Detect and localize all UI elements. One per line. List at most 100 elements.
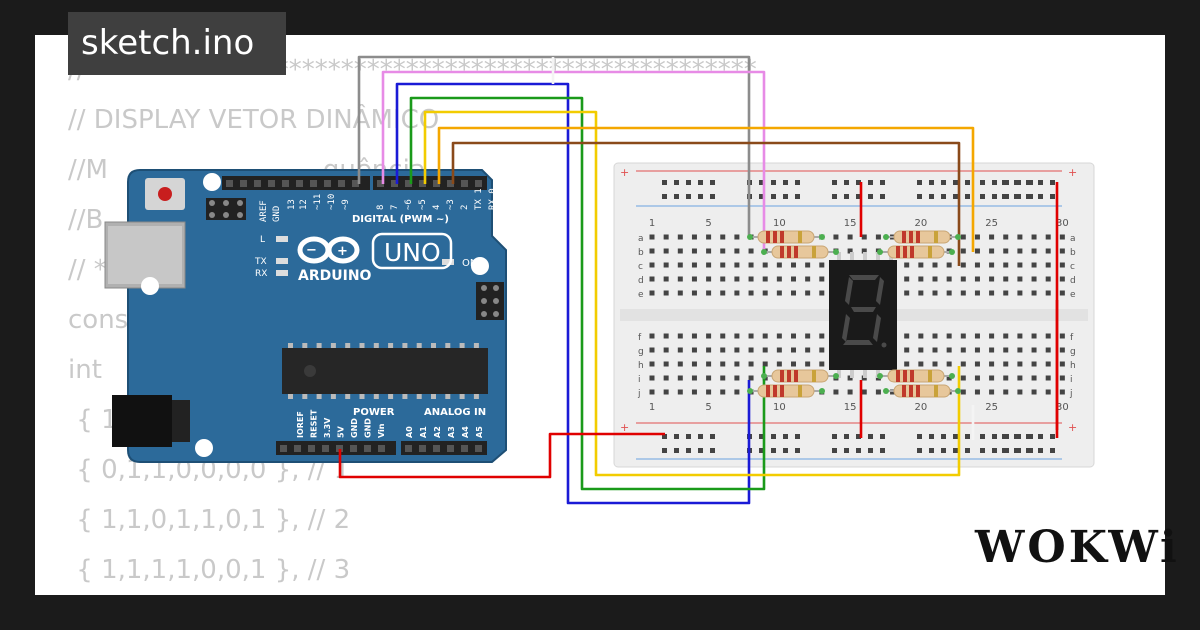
led-rx <box>276 270 288 276</box>
resistor[interactable] <box>883 384 961 398</box>
header-pin[interactable] <box>294 445 301 452</box>
led-on <box>442 259 454 265</box>
wire-pink <box>381 70 766 252</box>
header-pin[interactable] <box>419 180 426 187</box>
rail-plus-label: + <box>620 166 629 179</box>
row-letter: d <box>1070 276 1076 286</box>
resistors <box>747 230 961 398</box>
seven-segment-display[interactable] <box>829 252 897 378</box>
digital-pin-label: ~5 <box>418 199 428 210</box>
digital-pin-label: 12 <box>299 199 309 210</box>
analog-pin-label: A0 <box>405 426 414 438</box>
digital-pin-label: RX 0 <box>488 188 498 210</box>
header-pin[interactable] <box>475 180 482 187</box>
column-number: 5 <box>705 218 711 229</box>
row-letter: h <box>1070 361 1076 371</box>
resistor[interactable] <box>747 230 825 244</box>
header-pin[interactable] <box>461 445 468 452</box>
column-number: 20 <box>914 402 927 413</box>
code-line: //B <box>68 205 104 235</box>
resistor[interactable] <box>883 230 961 244</box>
header-pin[interactable] <box>405 445 412 452</box>
row-letter: g <box>1070 347 1076 357</box>
row-letter: f <box>638 333 642 343</box>
header-pin[interactable] <box>350 445 357 452</box>
header-pin[interactable] <box>475 445 482 452</box>
power-pin-label: GND <box>350 418 359 438</box>
analog-pin-label: A1 <box>419 426 428 438</box>
resistor[interactable] <box>761 245 839 259</box>
digital-pin-label: 13 <box>287 199 297 210</box>
digital-header-right[interactable] <box>373 176 487 190</box>
row-letter: c <box>638 262 643 272</box>
header-pin[interactable] <box>240 180 247 187</box>
led-tx-label: TX <box>254 257 267 267</box>
power-label: POWER <box>353 407 395 418</box>
analog-header[interactable] <box>401 441 487 455</box>
icsp-header-2 <box>476 282 504 320</box>
header-pin[interactable] <box>282 180 289 187</box>
header-pin[interactable] <box>447 180 454 187</box>
power-pin-label: 5V <box>337 425 346 438</box>
header-pin[interactable] <box>391 180 398 187</box>
on-label: ON <box>462 258 477 269</box>
power-pin-label: Vin <box>377 423 386 438</box>
power-pin-label: RESET <box>310 409 319 438</box>
sketch-title[interactable]: sketch.ino <box>68 12 286 75</box>
header-pin[interactable] <box>322 445 329 452</box>
column-number: 15 <box>844 402 857 413</box>
header-pin[interactable] <box>308 445 315 452</box>
row-letter: b <box>1070 248 1076 258</box>
digital-pin-label: 7 <box>390 205 400 210</box>
analog-pin-label: A2 <box>433 426 442 438</box>
header-pin[interactable] <box>226 180 233 187</box>
header-pin[interactable] <box>336 445 343 452</box>
analog-pin-label: A4 <box>461 426 470 438</box>
column-number: 30 <box>1056 218 1069 229</box>
header-pin[interactable] <box>296 180 303 187</box>
row-letter: e <box>638 290 644 300</box>
row-letter: g <box>638 347 644 357</box>
header-pin[interactable] <box>352 180 359 187</box>
header-pin[interactable] <box>310 180 317 187</box>
header-pin[interactable] <box>364 445 371 452</box>
header-pin[interactable] <box>377 180 384 187</box>
column-number: 20 <box>914 218 927 229</box>
digital-pin-label: ~3 <box>446 199 456 210</box>
column-number: 25 <box>985 402 998 413</box>
header-pin[interactable] <box>338 180 345 187</box>
resistor[interactable] <box>877 245 955 259</box>
svg-text:+: + <box>337 244 348 259</box>
header-pin[interactable] <box>419 445 426 452</box>
power-jack <box>112 395 172 447</box>
header-pin[interactable] <box>268 180 275 187</box>
gnd-label: GND <box>272 206 282 222</box>
header-pin[interactable] <box>433 180 440 187</box>
header-pin[interactable] <box>254 180 261 187</box>
header-pin[interactable] <box>447 445 454 452</box>
digital-pin-label: ~9 <box>341 199 351 210</box>
header-pin[interactable] <box>433 445 440 452</box>
power-pin-label: GND <box>364 418 373 438</box>
resistor[interactable] <box>877 369 955 383</box>
column-number: 25 <box>985 218 998 229</box>
led-l-label: L <box>260 235 265 245</box>
header-pin[interactable] <box>405 180 412 187</box>
segments <box>842 275 887 348</box>
header-pin[interactable] <box>461 180 468 187</box>
power-pin-label: IOREF <box>296 411 305 438</box>
row-letter: e <box>1070 290 1076 300</box>
code-line: // DISPLAY VETOR DINÂMICO <box>68 105 440 135</box>
header-pin[interactable] <box>378 445 385 452</box>
row-letter: c <box>1070 262 1075 272</box>
resistor[interactable] <box>747 384 825 398</box>
header-pin[interactable] <box>280 445 287 452</box>
column-number: 1 <box>649 402 655 413</box>
row-letter: j <box>637 389 641 399</box>
led-tx <box>276 258 288 264</box>
resistor[interactable] <box>761 369 839 383</box>
header-pin[interactable] <box>324 180 331 187</box>
wokwi-logo: WOKWi <box>975 522 1180 573</box>
